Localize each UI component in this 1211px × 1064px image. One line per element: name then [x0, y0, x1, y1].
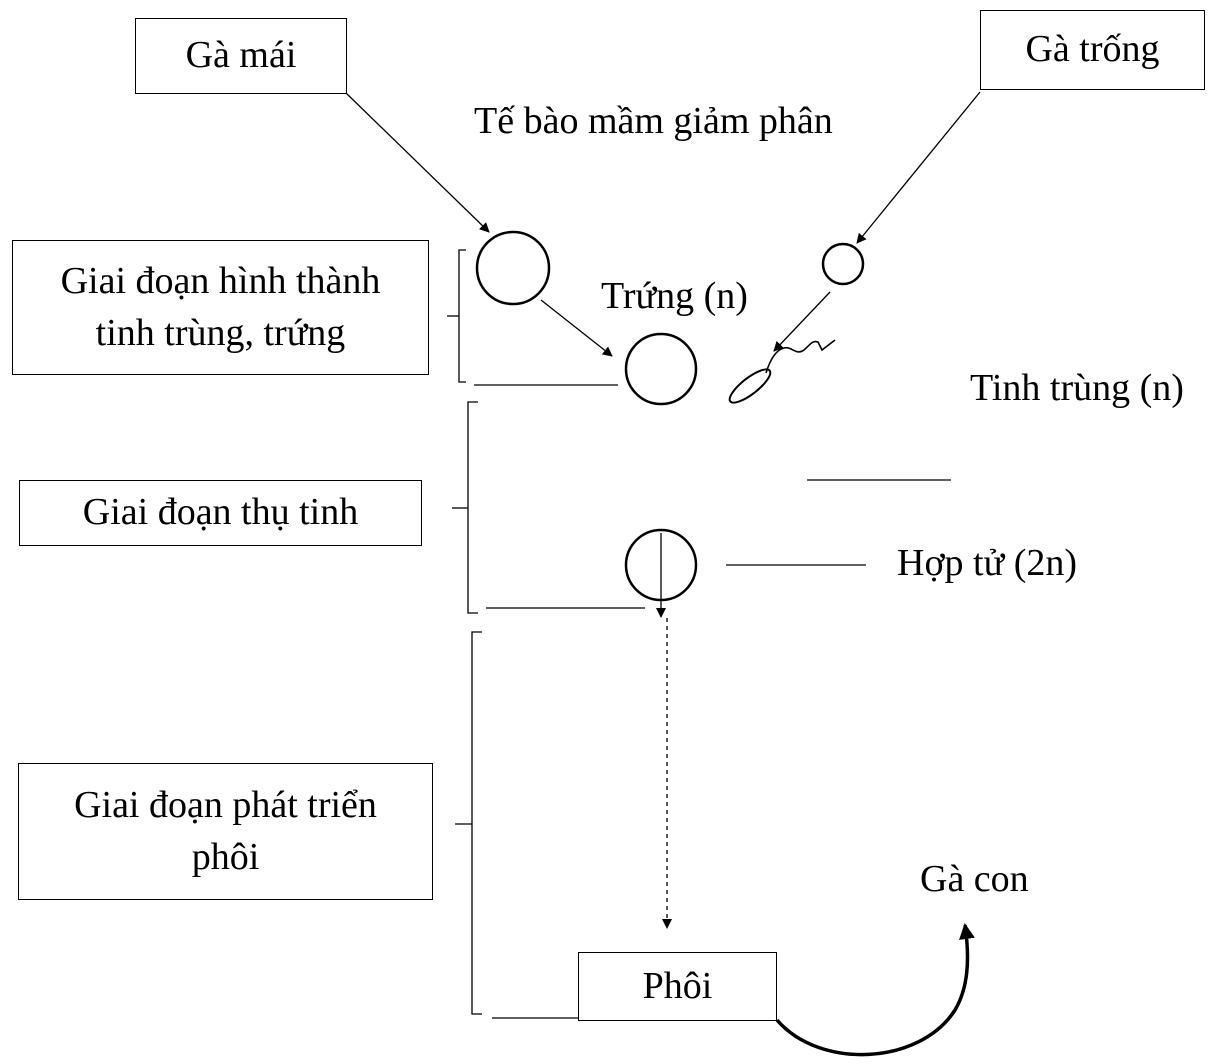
arrow-embryo-to-chick — [775, 923, 975, 1057]
arrow-germ-cell-to-sperm — [773, 291, 831, 352]
zygote-label: Hợp tử (2n) — [897, 542, 1077, 584]
rooster-germ-cell — [821, 242, 865, 286]
hen-box: Gà mái — [135, 18, 347, 94]
rooster-box: Gà trống — [980, 10, 1205, 90]
arrow-hen-to-germ-cell — [345, 92, 490, 233]
sperm-cell — [728, 339, 836, 404]
egg-cell — [624, 332, 698, 406]
embryo-box: Phôi — [578, 952, 777, 1021]
arrow-germ-cell-to-egg — [540, 299, 613, 357]
bracket-fertilization-stage — [452, 401, 645, 614]
chick-label: Gà con — [920, 858, 1029, 900]
sperm-label: Tinh trùng (n) — [970, 367, 1184, 409]
bracket-embryo-stage — [455, 631, 578, 1019]
stage-gamete-box: Giai đoạn hình thành tinh trùng, trứng — [12, 240, 429, 375]
germ-cell-meiosis-label: Tế bào mầm giảm phân — [474, 100, 833, 142]
zygote-cell — [624, 528, 698, 602]
egg-label: Trứng (n) — [601, 275, 748, 317]
stage-embryo-box: Giai đoạn phát triển phôi — [18, 763, 433, 900]
arrow-rooster-to-germ-cell — [856, 91, 981, 244]
hen-germ-cell — [475, 230, 551, 306]
bracket-gamete-stage — [447, 249, 618, 386]
stage-fertilization-box: Giai đoạn thụ tinh — [19, 480, 422, 546]
